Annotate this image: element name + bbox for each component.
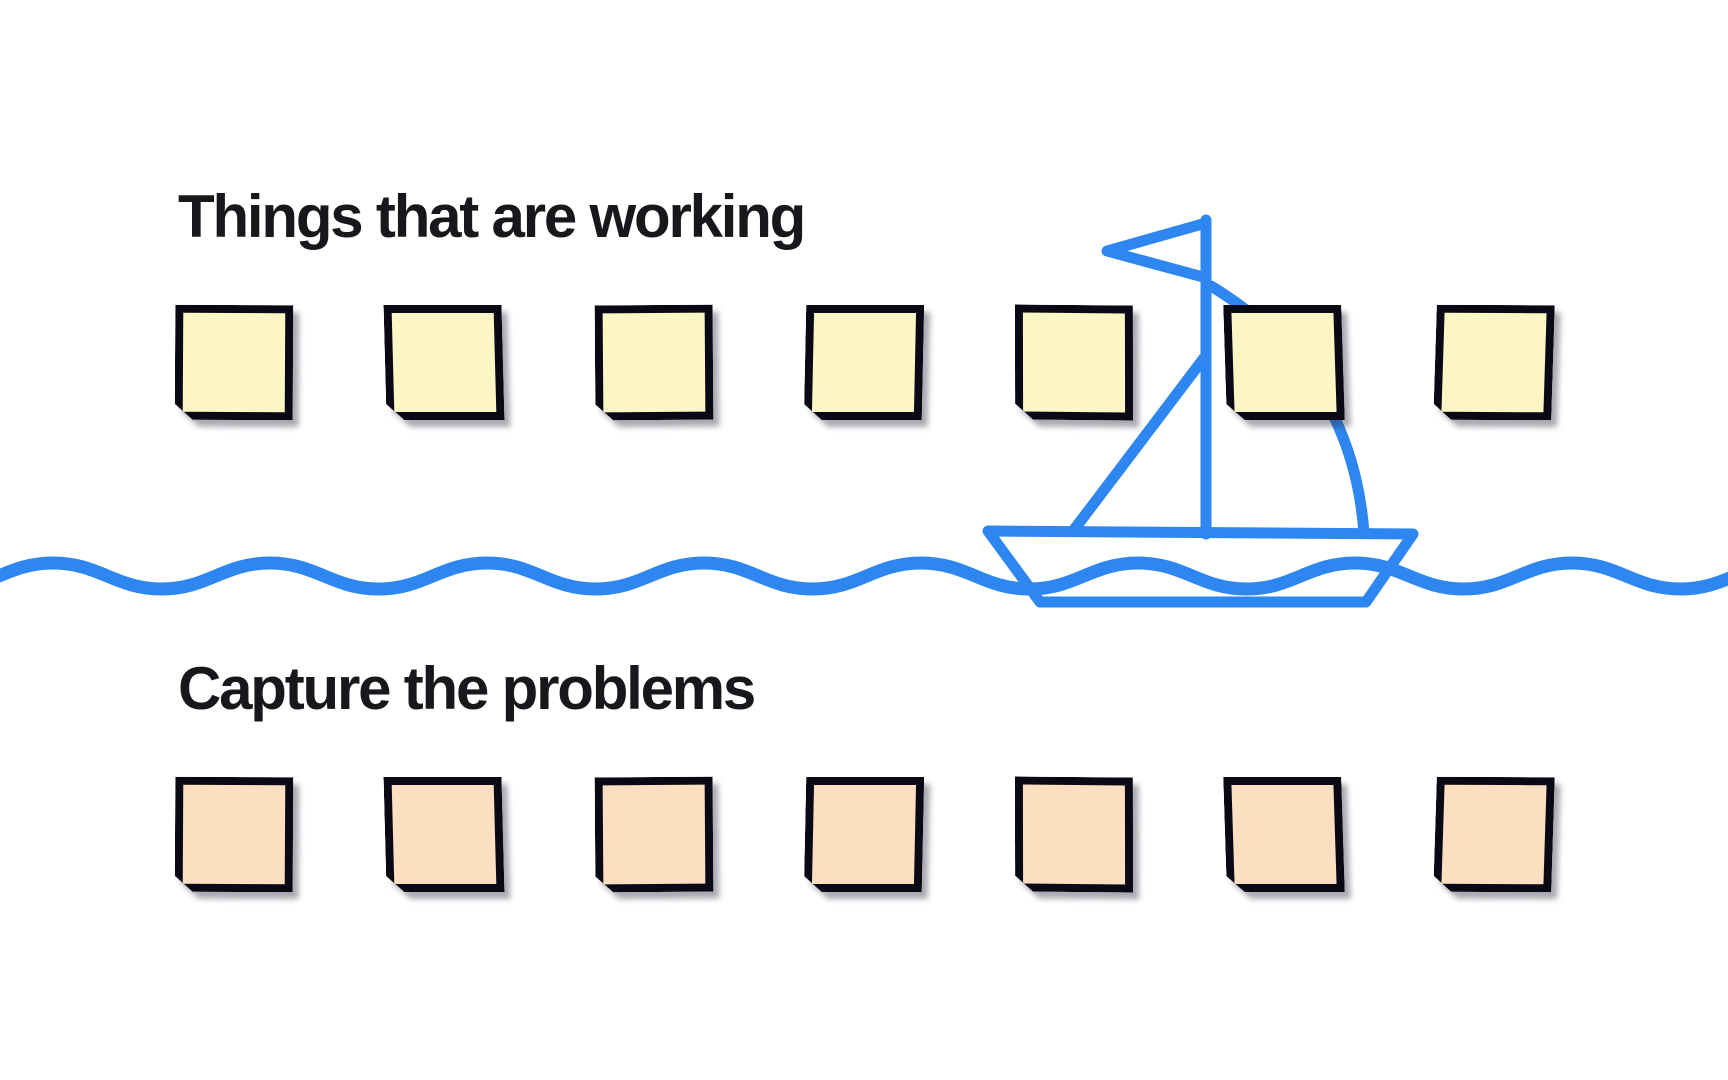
sticky-note-wrapper: [805, 305, 923, 420]
sticky-note[interactable]: [175, 777, 294, 893]
sticky-note-wrapper: [175, 777, 293, 892]
sticky-note-surface: [1231, 785, 1336, 884]
section-title-problems: Capture the problems: [178, 655, 756, 722]
sticky-note-surface: [603, 313, 706, 413]
sticky-note-wrapper: [1225, 305, 1343, 420]
sticky-note-wrapper: [595, 305, 713, 420]
sticky-note-surface: [1441, 313, 1546, 413]
boat-hull: [982, 525, 1419, 608]
sticky-note[interactable]: [804, 777, 924, 892]
sticky-note[interactable]: [595, 777, 714, 893]
sticky-note-surface: [812, 785, 916, 884]
section-title-working: Things that are working: [178, 183, 806, 250]
section-capture-problems: Capture the problems: [178, 659, 754, 719]
sticky-note-surface: [1441, 785, 1546, 885]
sticky-note-wrapper: [1015, 305, 1133, 420]
water-wave-line: [0, 556, 1728, 596]
sticky-note-wrapper: [385, 777, 503, 892]
sticky-note[interactable]: [1433, 305, 1555, 421]
boat-jib-line: [1067, 352, 1210, 537]
sticky-note[interactable]: [1223, 777, 1345, 892]
sticky-note[interactable]: [383, 777, 504, 892]
sticky-note-wrapper: [1225, 777, 1343, 892]
sticky-note[interactable]: [1433, 777, 1555, 893]
sticky-note-wrapper: [1015, 777, 1133, 892]
sticky-note-wrapper: [175, 305, 293, 420]
sticky-note-surface: [183, 785, 286, 885]
sticky-note[interactable]: [804, 305, 924, 420]
sticky-note-wrapper: [1435, 305, 1553, 420]
boat-flag: [1101, 217, 1212, 283]
sticky-note-surface: [1023, 313, 1125, 413]
sticky-note-surface: [392, 313, 497, 412]
sticky-note-surface: [1231, 313, 1336, 412]
sticky-note-surface: [812, 313, 916, 412]
sticky-note-wrapper: [385, 305, 503, 420]
sticky-note[interactable]: [175, 305, 294, 421]
sticky-note-surface: [183, 313, 286, 413]
sticky-note-wrapper: [1435, 777, 1553, 892]
sticky-note-surface: [392, 785, 497, 884]
sticky-note-surface: [603, 785, 706, 885]
sticky-note[interactable]: [1223, 305, 1345, 420]
section-things-working: Things that are working: [178, 187, 804, 247]
sticky-note-wrapper: [805, 777, 923, 892]
note-row-problems: [175, 777, 1553, 892]
sticky-note[interactable]: [383, 305, 504, 420]
note-row-working: [175, 305, 1553, 420]
sticky-note[interactable]: [1015, 776, 1133, 892]
sticky-note-surface: [1023, 785, 1125, 885]
sticky-note[interactable]: [595, 305, 714, 421]
sticky-note[interactable]: [1015, 304, 1133, 420]
sticky-note-wrapper: [595, 777, 713, 892]
